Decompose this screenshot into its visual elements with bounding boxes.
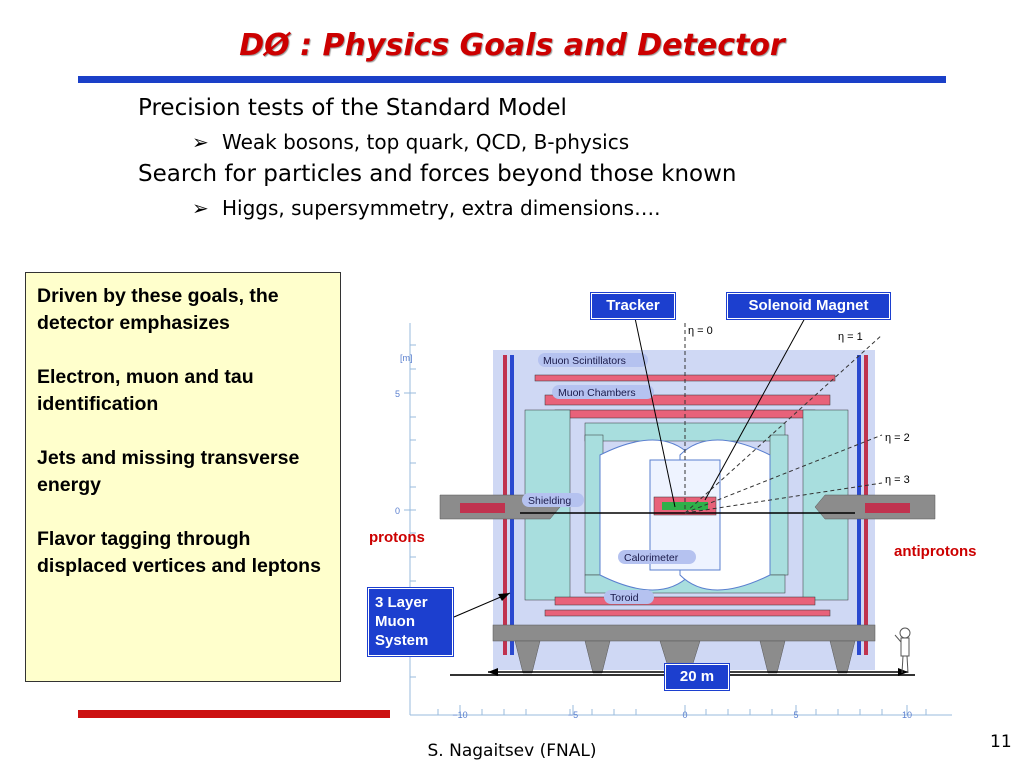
label-pill <box>522 493 584 507</box>
label-pill <box>604 590 654 604</box>
muon-chamber-top <box>544 394 831 406</box>
eta-3-label: η = 3 <box>885 474 910 486</box>
eta-1-line <box>684 334 883 514</box>
goal-2: Search for particles and forces beyond t… <box>138 161 737 187</box>
label-pill <box>552 385 654 399</box>
box-item: Electron, muon and tau identification <box>37 366 254 415</box>
x-tick-label: −10 <box>452 710 467 720</box>
eta-3-line <box>684 482 883 514</box>
detector-emphasis-box: Driven by these goals, the detector emph… <box>25 272 341 682</box>
label-pill <box>538 353 648 367</box>
solenoid-magnet-callout: Solenoid Magnet <box>726 292 891 320</box>
x-major-ticks <box>459 705 908 715</box>
title-underline <box>78 76 946 83</box>
box-item: Flavor tagging through displaced vertice… <box>37 528 321 577</box>
muon-chambers-label: Muon Chambers <box>558 387 636 399</box>
scale-arrow-right-icon <box>898 668 908 676</box>
arrowhead-icon <box>498 593 510 601</box>
goal-1: Precision tests of the Standard Model <box>138 95 567 121</box>
scale-arrow-left-icon <box>488 668 498 676</box>
eta-0-label: η = 0 <box>688 325 713 337</box>
x-tick-label: 10 <box>902 710 912 720</box>
goal-1-sub-text: Weak bosons, top quark, QCD, B-physics <box>222 130 630 154</box>
support-platform <box>492 624 876 642</box>
person-scale-icon <box>894 627 911 674</box>
calorimeter-label: Calorimeter <box>624 552 679 564</box>
eta-2-label: η = 2 <box>885 432 910 444</box>
y-tick-label: 0 <box>395 506 400 516</box>
solenoid-leader-line <box>704 317 806 501</box>
axis-unit-label: [m] <box>400 353 413 363</box>
footer-author: S. Nagaitsev (FNAL) <box>427 741 597 761</box>
toroid-inner-right <box>769 434 789 576</box>
goal-2-sub-text: Higgs, supersymmetry, extra dimensions…. <box>222 196 661 220</box>
muon-system-callout: 3 Layer Muon System <box>367 587 454 657</box>
muon-scintillators-label: Muon Scintillators <box>543 355 626 367</box>
slide-title: DØ : Physics Goals and Detector <box>239 28 785 63</box>
tracker-leader-line <box>634 317 676 508</box>
detector-diagram: [m] 5 0 −10 −5 0 5 10 <box>395 317 952 720</box>
box-item: Jets and missing transverse energy <box>37 447 300 496</box>
arrow-bullet-icon: ➢ <box>192 196 209 220</box>
protons-label: protons <box>369 529 425 546</box>
x-minor-ticks <box>437 709 927 715</box>
x-tick-label: 5 <box>793 710 798 720</box>
muon-chamber-bottom <box>554 596 816 606</box>
label-pill <box>618 550 696 564</box>
muon-chamber-bottom-outer <box>544 609 831 617</box>
antiprotons-label: antiprotons <box>894 543 977 560</box>
bottom-accent-rule <box>78 710 390 718</box>
eta-2-line <box>684 434 883 514</box>
y-tick-label: 5 <box>395 389 400 399</box>
arrow-bullet-icon: ➢ <box>192 130 209 154</box>
page-number: 11 <box>990 732 1012 752</box>
scale-callout: 20 m <box>664 663 730 691</box>
goal-1-sub: ➢ Weak bosons, top quark, QCD, B-physics <box>192 130 629 154</box>
shielding-right-red <box>865 503 910 513</box>
shielding-left-red <box>460 503 505 513</box>
shielding-label: Shielding <box>528 495 571 507</box>
x-tick-label: 0 <box>682 710 687 720</box>
x-tick-label: −5 <box>568 710 578 720</box>
goal-2-sub: ➢ Higgs, supersymmetry, extra dimensions…… <box>192 196 660 220</box>
toroid-label: Toroid <box>610 592 639 604</box>
eta-1-label: η = 1 <box>838 331 863 343</box>
tracker-callout: Tracker <box>590 292 676 320</box>
box-item: Driven by these goals, the detector emph… <box>37 285 279 334</box>
